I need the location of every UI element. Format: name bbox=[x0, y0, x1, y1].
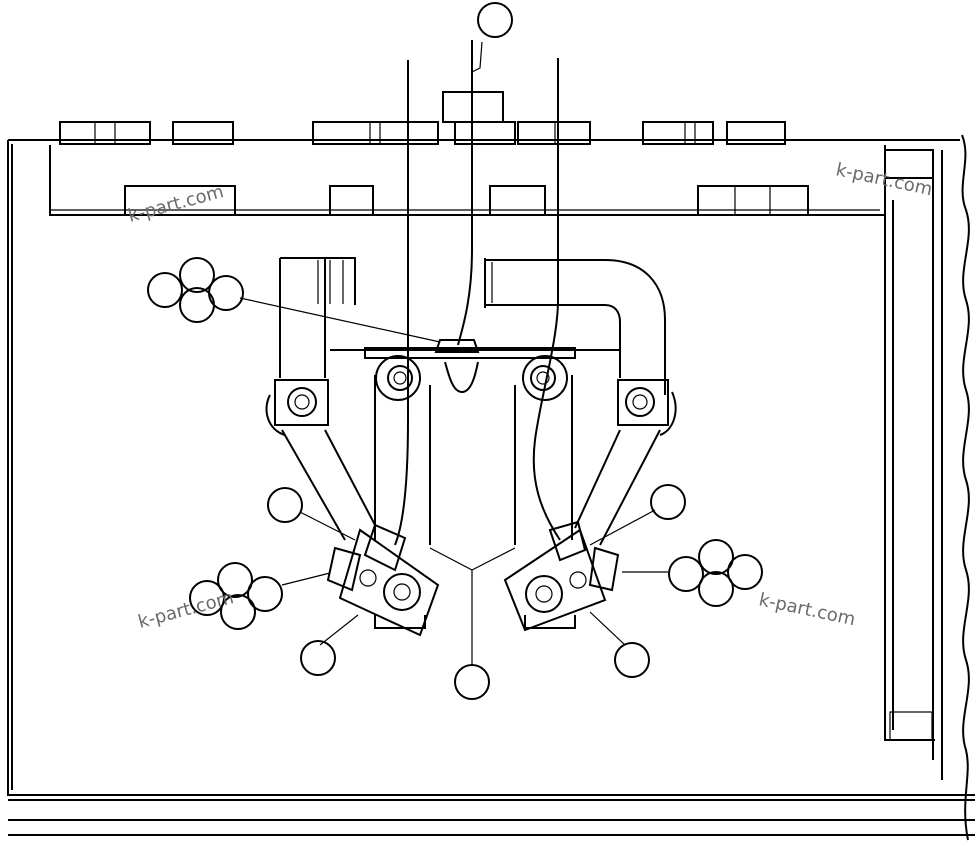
callout-lower-right bbox=[614, 642, 650, 678]
right-channel bbox=[884, 149, 943, 780]
callout-top-leader bbox=[477, 2, 513, 38]
callout-bottom-center bbox=[454, 664, 490, 700]
callout-mid-right bbox=[650, 484, 686, 520]
watermark-lower-left: k-part.com bbox=[136, 587, 236, 633]
callout-cluster-right bbox=[668, 539, 763, 607]
leader-lines bbox=[239, 41, 668, 665]
callout-lower-left bbox=[300, 640, 336, 676]
callout-cluster-upper-left bbox=[147, 257, 244, 323]
callout-mid-left bbox=[267, 487, 303, 523]
cables bbox=[394, 40, 561, 546]
housing-frame bbox=[7, 134, 975, 841]
upper-pivot-bolts bbox=[265, 339, 677, 436]
watermark-lower-right: k-part.com bbox=[757, 589, 857, 630]
callout-cluster-left bbox=[189, 562, 283, 630]
mounting-bracket bbox=[279, 257, 666, 546]
lower-clamps bbox=[326, 520, 620, 637]
watermark-upper-left: k-part.com bbox=[126, 181, 226, 227]
